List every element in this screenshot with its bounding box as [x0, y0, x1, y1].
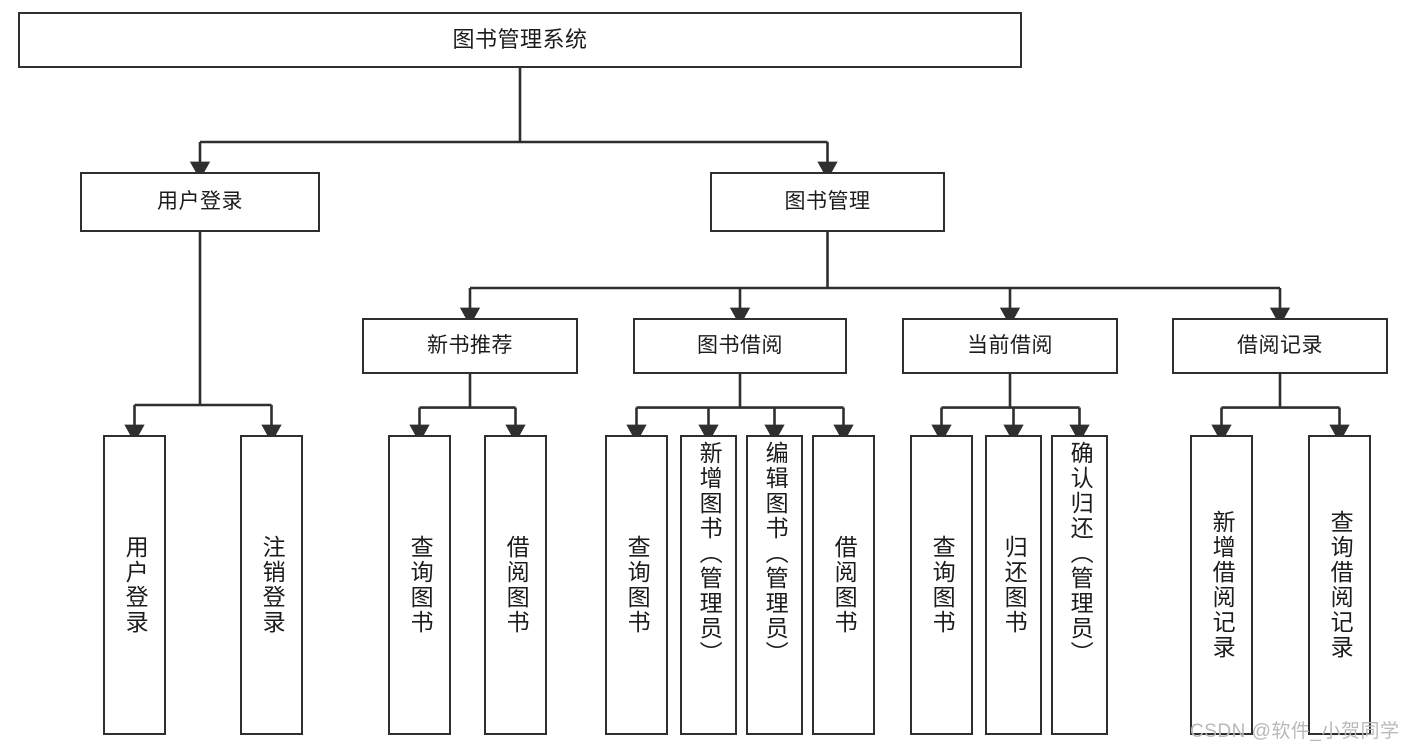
leaf-add-book-admin[interactable]: 新增图书（管理员） — [680, 435, 737, 735]
leaf-add-borrowing-record[interactable]: 新增借阅记录 — [1190, 435, 1253, 735]
node-label: 图书管理系统 — [452, 26, 588, 52]
node-label: 图书管理 — [784, 190, 871, 214]
node-label: 借阅图书 — [831, 535, 858, 635]
node-root-book-management-system[interactable]: 图书管理系统 — [18, 12, 1022, 68]
leaf-query-borrowing-record[interactable]: 查询借阅记录 — [1308, 435, 1371, 735]
node-label: 注销登录 — [259, 535, 286, 635]
node-label: 新书推荐 — [427, 334, 513, 358]
leaf-edit-book-admin[interactable]: 编辑图书（管理员） — [746, 435, 803, 735]
node-label: 查询图书 — [624, 535, 651, 635]
leaf-user-login[interactable]: 用户登录 — [103, 435, 166, 735]
node-label: 借阅图书 — [503, 535, 530, 635]
node-label: 查询借阅记录 — [1327, 510, 1354, 660]
node-new-book-recommendation[interactable]: 新书推荐 — [362, 318, 578, 374]
leaf-confirm-return-admin[interactable]: 确认归还（管理员） — [1051, 435, 1108, 735]
leaf-return-book[interactable]: 归还图书 — [985, 435, 1042, 735]
node-label: 新增图书（管理员） — [696, 441, 723, 666]
leaf-query-book-current[interactable]: 查询图书 — [910, 435, 973, 735]
node-label: 当前借阅 — [967, 334, 1053, 358]
leaf-borrow-book-borrowing[interactable]: 借阅图书 — [812, 435, 875, 735]
node-label: 借阅记录 — [1237, 334, 1323, 358]
node-label: 确认归还（管理员） — [1067, 441, 1094, 666]
node-label: 查询图书 — [929, 535, 956, 635]
leaf-user-logout[interactable]: 注销登录 — [240, 435, 303, 735]
node-label: 新增借阅记录 — [1209, 510, 1236, 660]
node-label: 归还图书 — [1001, 535, 1028, 635]
node-borrowing-records[interactable]: 借阅记录 — [1172, 318, 1388, 374]
node-label: 用户登录 — [122, 535, 149, 635]
node-book-management[interactable]: 图书管理 — [710, 172, 945, 232]
csdn-watermark: CSDN @软件_小贺同学 — [1190, 721, 1400, 742]
node-book-borrowing[interactable]: 图书借阅 — [633, 318, 847, 374]
node-label: 查询图书 — [407, 535, 434, 635]
leaf-borrow-book-recommendation[interactable]: 借阅图书 — [484, 435, 547, 735]
leaf-query-book-recommendation[interactable]: 查询图书 — [388, 435, 451, 735]
node-label: 用户登录 — [157, 190, 243, 214]
node-label: 编辑图书（管理员） — [762, 441, 789, 666]
node-label: 图书借阅 — [697, 334, 783, 358]
node-current-borrowing[interactable]: 当前借阅 — [902, 318, 1118, 374]
node-user-login[interactable]: 用户登录 — [80, 172, 320, 232]
leaf-query-book-borrowing[interactable]: 查询图书 — [605, 435, 668, 735]
edges-group — [124, 68, 1350, 443]
